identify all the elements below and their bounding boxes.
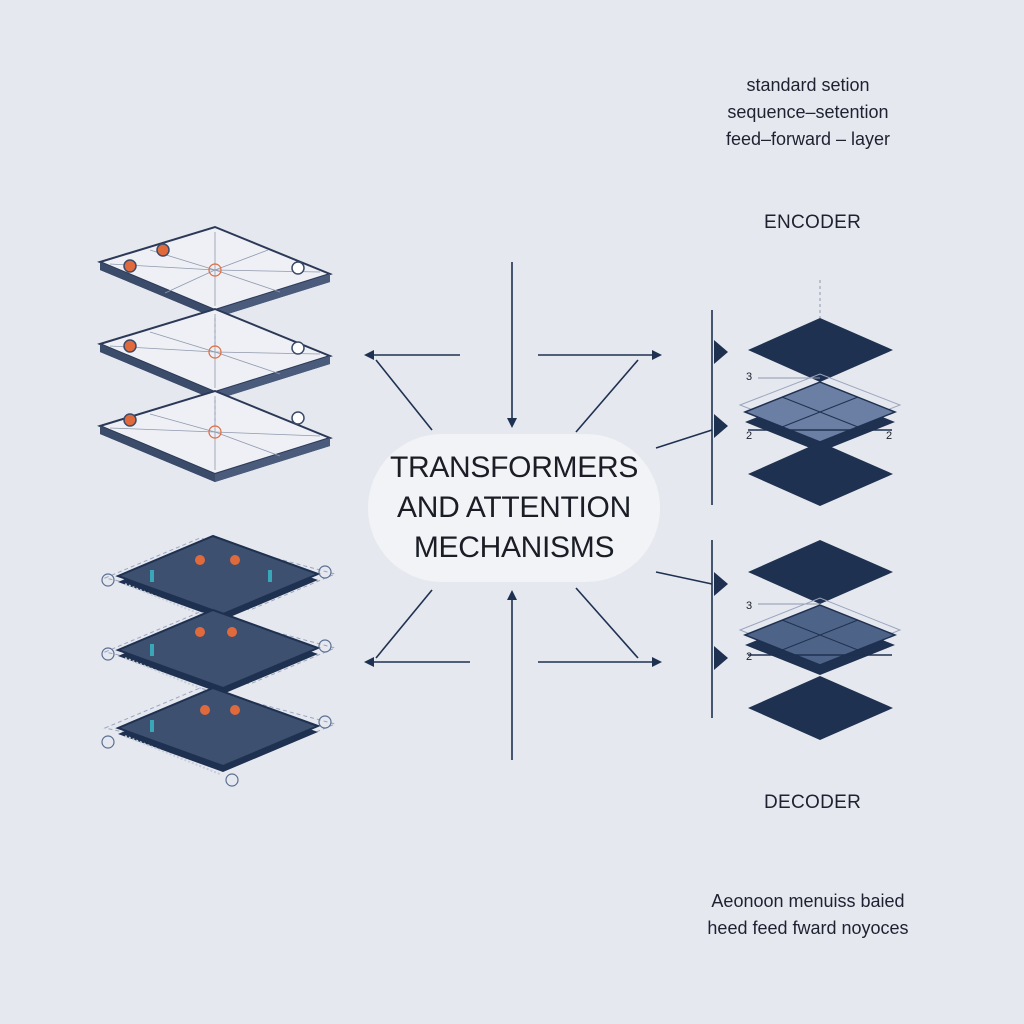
encoder-number-left-bottom: 2 <box>746 430 753 442</box>
center-title-pill: TRANSFORMERS AND ATTENTION MECHANISMS <box>368 434 660 582</box>
left-bottom-layer-stack <box>101 534 337 787</box>
center-arrows <box>364 262 713 760</box>
decoder-number-left-bottom: 2 <box>746 651 753 663</box>
dark-layer-plate <box>101 608 337 697</box>
dark-layer-plate <box>101 686 337 787</box>
encoder-label: ENCODER <box>764 212 862 233</box>
center-title-line: MECHANISMS <box>413 531 615 564</box>
encoder-layer <box>748 318 893 382</box>
bottom-note-line: heed feed fward noyoces <box>707 918 909 938</box>
encoder-layer <box>748 442 893 506</box>
center-title-line: AND ATTENTION <box>397 491 631 524</box>
decoder-block <box>738 597 902 675</box>
center-title-line: TRANSFORMERS <box>389 451 639 484</box>
decoder-layer <box>748 540 893 604</box>
light-layer-plate <box>97 307 333 400</box>
light-layer-plate <box>97 389 333 482</box>
top-note-line: feed–forward – layer <box>725 129 891 149</box>
bottom-note: Aeonoon menuiss baied heed feed fward no… <box>702 888 914 942</box>
light-layer-plate <box>97 225 333 318</box>
decoder-label: DECODER <box>764 792 862 813</box>
left-top-layer-stack <box>97 225 333 482</box>
encoder-block <box>738 373 902 452</box>
dark-layer-plate <box>101 534 337 623</box>
decoder-number-left-top: 3 <box>746 600 753 612</box>
encoder-stack <box>738 280 902 506</box>
right-rail <box>711 310 728 718</box>
decoder-stack <box>738 540 902 740</box>
top-note: standard setion sequence–setention feed–… <box>718 72 898 153</box>
decoder-layer <box>748 676 893 740</box>
encoder-number-right-bottom: 2 <box>886 430 893 442</box>
bottom-note-line: Aeonoon menuiss baied <box>711 891 905 911</box>
top-note-line: sequence–setention <box>727 102 889 122</box>
encoder-number-left-top: 3 <box>746 371 753 383</box>
top-note-line: standard setion <box>746 75 870 95</box>
